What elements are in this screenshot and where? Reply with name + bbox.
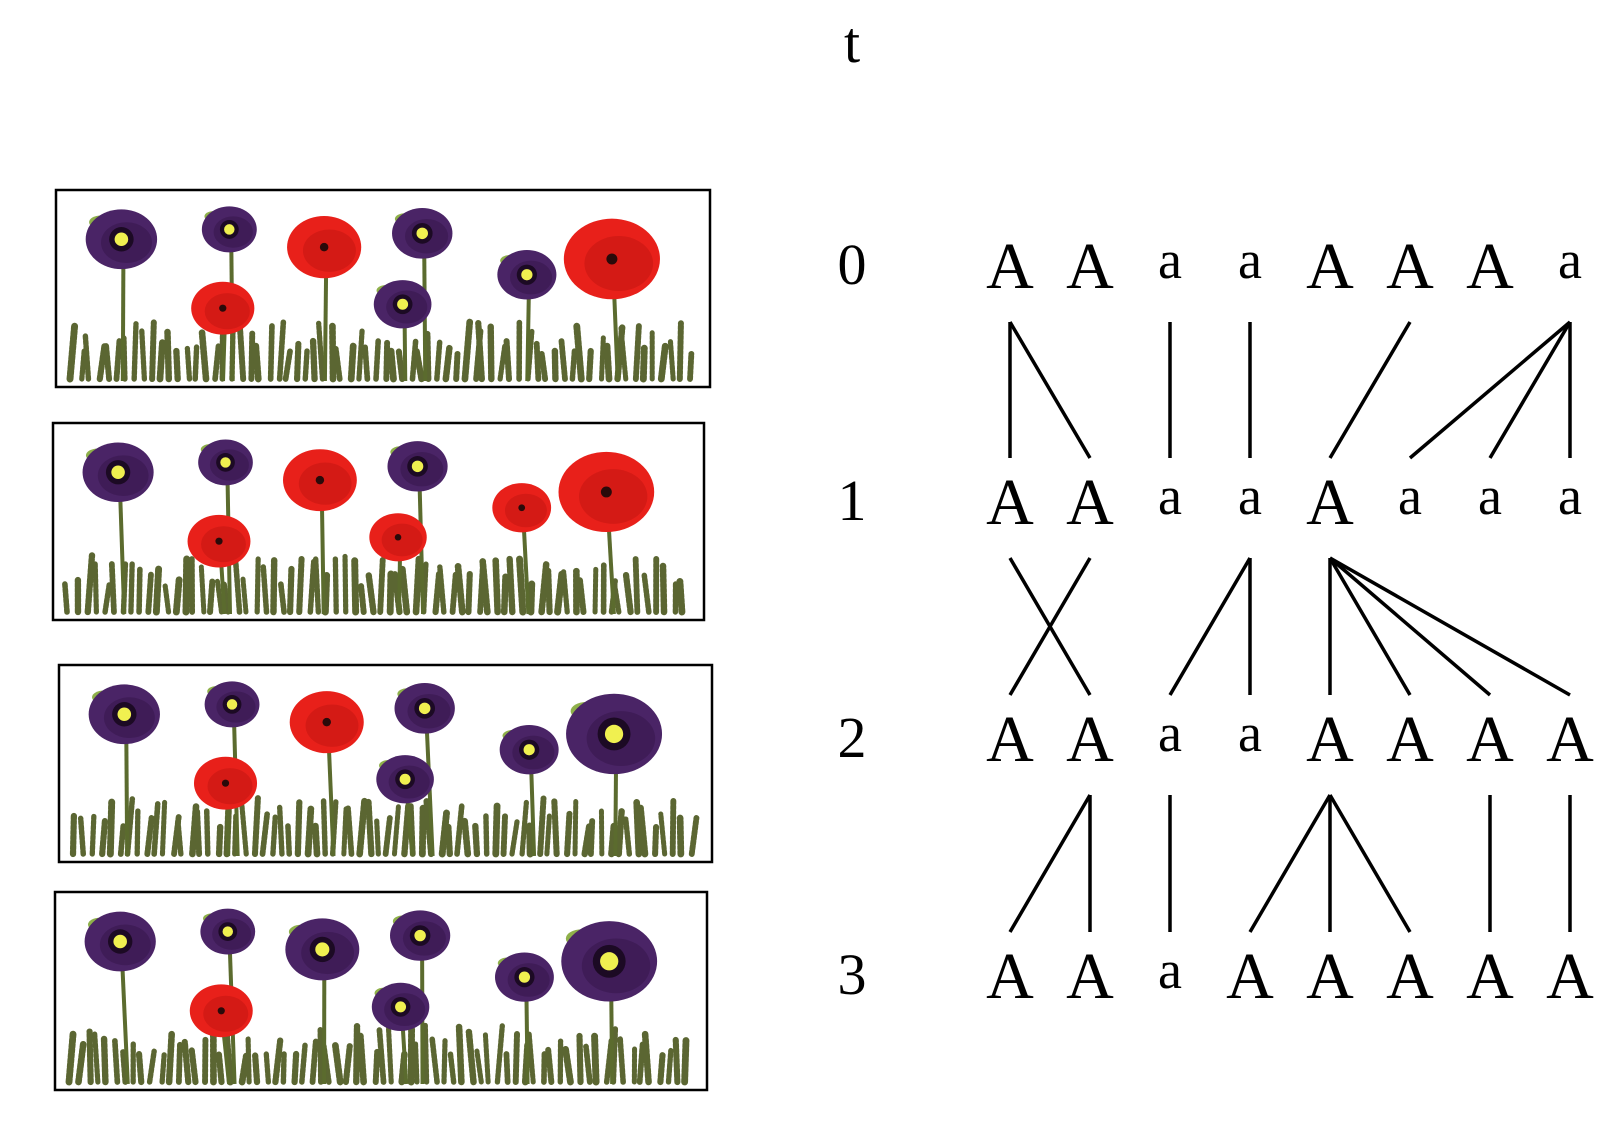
purple-flower	[285, 918, 360, 1085]
red-flower	[492, 483, 552, 615]
allele-letter: a	[1558, 230, 1582, 290]
red-flower	[187, 514, 251, 615]
allele-letter: a	[1158, 230, 1182, 290]
allele-letter: A	[1386, 940, 1434, 1013]
purple-flower	[566, 693, 663, 857]
allele-letter: A	[1466, 703, 1514, 776]
lineage-line	[1328, 321, 1412, 459]
allele-letter: a	[1398, 466, 1422, 526]
allele-letter: A	[1386, 703, 1434, 776]
generation-label: 3	[838, 942, 867, 1007]
grass	[61, 552, 686, 616]
generation-label: 1	[838, 468, 867, 533]
allele-letter: A	[1066, 703, 1114, 776]
lineage-line	[1008, 557, 1092, 696]
lineage-lines	[1008, 320, 1572, 933]
red-flower	[282, 449, 357, 615]
purple-flower	[82, 442, 154, 615]
allele-letter: A	[1306, 703, 1354, 776]
purple-flower	[495, 952, 554, 1085]
purple-flower	[499, 725, 559, 857]
purple-flower	[497, 249, 557, 382]
allele-letter: A	[986, 940, 1034, 1013]
red-flower	[193, 756, 258, 857]
purple-flower	[371, 982, 430, 1085]
lineage-line	[1008, 321, 1092, 459]
red-flower	[289, 691, 364, 857]
allele-letter: a	[1238, 230, 1262, 290]
generation-label: 2	[838, 705, 867, 770]
flower-panels	[51, 188, 714, 1092]
flower-panel	[57, 663, 714, 864]
allele-letter: A	[986, 703, 1034, 776]
allele-letter: a	[1158, 703, 1182, 763]
allele-letter: A	[1306, 940, 1354, 1013]
allele-letter: a	[1238, 466, 1262, 526]
allele-letter: a	[1158, 940, 1182, 1000]
lineage-line	[1168, 557, 1252, 696]
lineage-line	[1408, 320, 1572, 460]
allele-letter: a	[1238, 703, 1262, 763]
generation-label: 0	[838, 232, 867, 297]
lineage-line	[1328, 557, 1412, 696]
red-flower	[287, 216, 362, 382]
red-flower	[369, 513, 427, 615]
allele-letter: a	[1478, 466, 1502, 526]
lineage-line	[1328, 794, 1412, 933]
allele-letter: A	[1546, 940, 1594, 1013]
allele-letter: A	[1306, 466, 1354, 539]
allele-letter: A	[1466, 940, 1514, 1013]
allele-letter: A	[1066, 230, 1114, 303]
purple-flower	[85, 209, 158, 382]
red-flower	[563, 218, 660, 382]
purple-flower	[387, 441, 448, 615]
allele-letter: A	[986, 230, 1034, 303]
purple-flower	[88, 684, 160, 857]
red-flower	[558, 451, 655, 615]
red-flower	[191, 281, 255, 382]
purple-flower	[394, 683, 455, 857]
allele-letter: A	[1066, 940, 1114, 1013]
purple-flower	[389, 910, 451, 1085]
lineage-line	[1248, 794, 1332, 933]
lineage-line	[1488, 321, 1572, 459]
allele-letter: A	[1066, 466, 1114, 539]
flower-panel	[51, 421, 706, 622]
allele-letter: A	[1466, 230, 1514, 303]
flower-panel	[54, 188, 712, 389]
purple-flower	[204, 681, 260, 857]
lineage-line	[1328, 556, 1492, 697]
purple-flower	[373, 280, 432, 382]
red-flower	[189, 984, 253, 1085]
time-axis-label: t	[844, 10, 860, 75]
lineage-line	[1329, 556, 1571, 697]
purple-flower	[84, 911, 156, 1085]
purple-flower	[392, 208, 453, 382]
allele-letter: A	[1306, 230, 1354, 303]
allele-letter: A	[1386, 230, 1434, 303]
flower-panel	[53, 890, 709, 1092]
allele-letter: A	[986, 466, 1034, 539]
allele-letter: A	[1546, 703, 1594, 776]
purple-flower	[376, 755, 434, 857]
lineage-line	[1008, 794, 1092, 933]
allele-letter: A	[1226, 940, 1274, 1013]
generation-labels: 0 1 2 3	[838, 232, 867, 1007]
allele-letter: a	[1158, 466, 1182, 526]
purple-flower	[561, 921, 658, 1085]
allele-letter: a	[1558, 466, 1582, 526]
